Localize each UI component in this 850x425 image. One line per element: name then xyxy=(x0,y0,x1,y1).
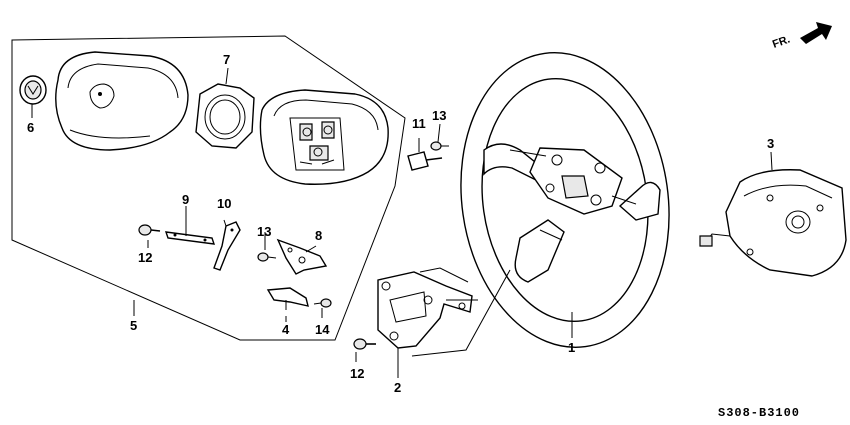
part-label-11: 11 xyxy=(412,116,426,131)
bracket-part-8 xyxy=(276,238,328,275)
part-label-8: 8 xyxy=(315,228,322,243)
part-label-3: 3 xyxy=(767,136,774,151)
part-label-7: 7 xyxy=(223,52,230,67)
part-label-1: 1 xyxy=(568,340,575,355)
bolt-part-12-lower xyxy=(353,338,376,350)
part-label-12-lower: 12 xyxy=(350,366,364,381)
part-label-13-left: 13 xyxy=(257,224,271,239)
assembly-5-boundary xyxy=(11,35,406,341)
steering-wheel-part-1 xyxy=(460,52,670,348)
horn-ring-part xyxy=(195,83,255,149)
part-label-14: 14 xyxy=(315,322,330,337)
plate-part-9 xyxy=(164,231,216,245)
part-label-5: 5 xyxy=(130,318,137,333)
airbag-cover-front xyxy=(55,51,189,151)
screw-part-13-upper xyxy=(430,141,449,151)
part-label-2: 2 xyxy=(394,380,401,395)
bolt-part-12-left xyxy=(138,224,161,236)
part-label-13-upper: 13 xyxy=(432,108,446,123)
screw-part-13-left xyxy=(257,252,277,262)
bracket-part-10 xyxy=(213,221,241,271)
rear-cover-part-3 xyxy=(699,169,847,277)
bolt-part-11 xyxy=(407,151,443,171)
part-label-9: 9 xyxy=(182,192,189,207)
front-direction-arrow-icon xyxy=(800,22,832,44)
part-label-6: 6 xyxy=(27,120,34,135)
emblem-part xyxy=(19,75,47,105)
part-label-12-left: 12 xyxy=(138,250,152,265)
diagram-reference-code: S308-B3100 xyxy=(718,406,800,420)
bracket-part-4 xyxy=(266,287,309,310)
airbag-cover-rear xyxy=(259,89,389,185)
front-direction-label: FR. xyxy=(771,33,792,50)
hub-bracket-part-2 xyxy=(377,267,473,349)
leader-lines xyxy=(31,67,773,378)
screw-part-14 xyxy=(313,298,332,308)
part-label-10: 10 xyxy=(217,196,231,211)
part-label-4: 4 xyxy=(282,322,290,337)
